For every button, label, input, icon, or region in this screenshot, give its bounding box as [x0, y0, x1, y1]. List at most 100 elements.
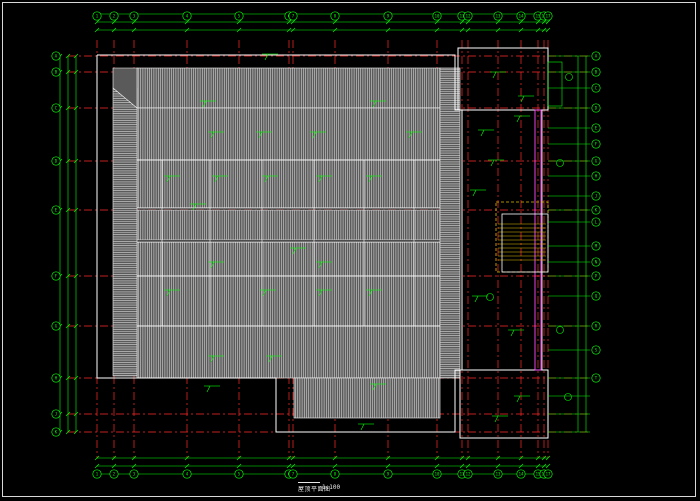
annotation-mark-3: [370, 100, 386, 108]
annotation-mark-30: [470, 189, 486, 197]
section-mark: [547, 61, 563, 107]
svg-text:14: 14: [519, 14, 524, 19]
annotation-mark-16: [316, 261, 332, 269]
svg-text:M: M: [595, 244, 598, 249]
svg-text:17: 17: [546, 14, 551, 19]
svg-text:K: K: [55, 430, 58, 435]
roof-slope-left: [112, 87, 138, 377]
roof-zone-annex: [293, 377, 441, 419]
tower-bottom-outline: [459, 369, 549, 439]
grid-bubble-top-14: 14: [516, 11, 526, 21]
annotation-mark-14: [290, 247, 306, 255]
annotation-marks: [164, 53, 573, 431]
svg-text:A: A: [595, 54, 598, 59]
svg-text:7: 7: [292, 14, 295, 19]
grid-bubble-left-H: H: [51, 373, 61, 383]
svg-text:D: D: [55, 159, 58, 164]
roof-zone-mid-3: [136, 241, 441, 277]
svg-text:C: C: [595, 86, 598, 91]
annotation-mark-23: [370, 383, 386, 391]
roof-zone-bottom: [136, 325, 441, 379]
roof-hip-corner: [112, 67, 138, 109]
grid-bubble-top-2: 2: [109, 11, 119, 21]
grid-bubble-right-G: G: [591, 156, 601, 166]
annotation-mark-15: [208, 261, 224, 269]
svg-text:4: 4: [186, 472, 189, 477]
annotation-mark-11: [316, 175, 332, 183]
callout-circle-2: [556, 159, 564, 167]
callout-circle-4: [556, 326, 564, 334]
grid-bubble-left-D: D: [51, 156, 61, 166]
svg-text:4: 4: [186, 14, 189, 19]
svg-text:15: 15: [536, 14, 541, 19]
annotation-mark-5: [256, 131, 272, 139]
svg-text:B: B: [55, 70, 58, 75]
roof-zone-mid-2: [136, 209, 441, 241]
svg-text:14: 14: [519, 472, 524, 477]
svg-text:G: G: [595, 159, 598, 164]
grid-bubble-top-3: 3: [129, 11, 139, 21]
roof-zone-mid-1: [136, 159, 441, 209]
grid-bubble-bottom-1: 1: [92, 469, 102, 479]
svg-text:H: H: [595, 174, 598, 179]
dimension-lines: [57, 11, 590, 477]
svg-text:5: 5: [238, 14, 241, 19]
svg-text:F: F: [55, 274, 58, 279]
annotation-mark-19: [316, 289, 332, 297]
grid-bubble-right-E: E: [591, 123, 601, 133]
stair-outline: [495, 201, 549, 273]
svg-text:L: L: [595, 220, 598, 225]
annotation-mark-10: [262, 175, 278, 183]
svg-text:S: S: [595, 348, 598, 353]
building-outline: [96, 47, 549, 439]
grid-bubble-right-P: P: [591, 271, 601, 281]
annotation-mark-33: [514, 395, 530, 403]
svg-text:9: 9: [387, 472, 390, 477]
grid-bubble-right-J: J: [591, 191, 601, 201]
annotation-mark-26: [490, 71, 506, 79]
grid-bubble-right-D: D: [591, 103, 601, 113]
outer-wall-outline: [96, 54, 463, 433]
svg-text:13: 13: [496, 14, 501, 19]
svg-text:5: 5: [238, 472, 241, 477]
callout-circle-3: [486, 293, 494, 301]
grid-bubble-top-13: 13: [493, 11, 503, 21]
grid-bubble-right-K: K: [591, 205, 601, 215]
svg-text:T: T: [595, 376, 598, 381]
grid-bubble-left-B: B: [51, 67, 61, 77]
grid-bubble-right-A: A: [591, 51, 601, 61]
grid-bubble-right-S: S: [591, 345, 601, 355]
svg-text:3: 3: [133, 472, 136, 477]
svg-text:H: H: [55, 376, 58, 381]
annotation-mark-28: [478, 129, 494, 137]
svg-text:8: 8: [334, 472, 337, 477]
grid-bubble-bottom-10: 10: [432, 469, 442, 479]
grid-bubble-right-F: F: [591, 139, 601, 149]
roof-zone-lower: [136, 275, 441, 327]
tower-top-outline: [457, 47, 549, 111]
annotation-mark-31: [514, 115, 530, 123]
callout-circle-1: [565, 73, 573, 81]
svg-text:8: 8: [334, 14, 337, 19]
annotation-mark-6: [310, 131, 326, 139]
annotation-mark-2: [200, 100, 216, 108]
annotation-mark-34: [492, 415, 508, 423]
annotation-mark-29: [488, 159, 504, 167]
grid-bubble-top-1: 1: [92, 11, 102, 21]
grid-bubble-right-Q: Q: [591, 291, 601, 301]
grid-bubble-top-7: 7: [288, 11, 298, 21]
grid-bubble-bottom-14: 14: [516, 469, 526, 479]
annotation-mark-9: [212, 175, 228, 183]
svg-text:J: J: [55, 412, 57, 417]
svg-text:B: B: [595, 70, 598, 75]
grid-bubble-left-G: G: [51, 321, 61, 331]
roof-zone-upper: [136, 107, 441, 161]
grid-bubble-top-8: 8: [330, 11, 340, 21]
grid-bubble-right-M: M: [591, 241, 601, 251]
annotation-mark-21: [208, 355, 224, 363]
svg-text:G: G: [55, 324, 58, 329]
annotation-mark-22: [266, 355, 282, 363]
svg-text:1: 1: [96, 472, 99, 477]
svg-text:P: P: [595, 274, 598, 279]
grid-bubble-top-4: 4: [182, 11, 192, 21]
